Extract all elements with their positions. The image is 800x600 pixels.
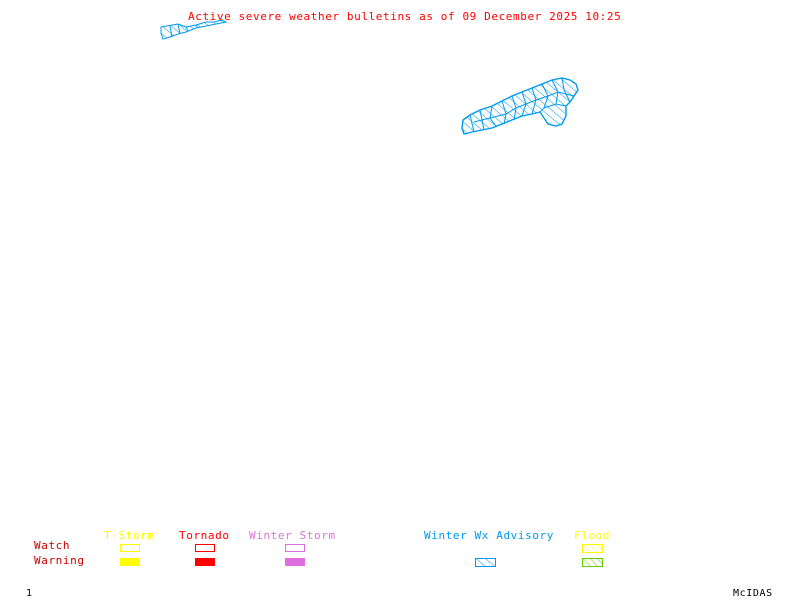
legend-label-tstorm: T-Storm: [104, 529, 155, 542]
legend-label-tornado: Tornado: [179, 529, 230, 542]
bulletin-title: Active severe weather bulletins as of 09…: [188, 10, 622, 23]
legend-label-winter-wx-advisory: Winter Wx Advisory: [424, 529, 555, 542]
mcidas-brand-label: McIDAS: [733, 588, 773, 599]
tornado-warning-swatch: [195, 558, 215, 566]
eastern-advisory-area: [461, 77, 579, 135]
legend-row-label-warning: Warning: [34, 554, 85, 567]
winter-wx-advisory-swatch: [475, 558, 496, 567]
legend-label-flood: Flood: [574, 529, 611, 542]
tstorm-watch-swatch: [120, 544, 140, 552]
legend-label-winter-storm: Winter Storm: [249, 529, 336, 542]
winter-storm-watch-swatch: [285, 544, 305, 552]
flood-watch-swatch: [582, 544, 603, 553]
tstorm-warning-swatch: [120, 558, 140, 566]
legend-row-label-watch: Watch: [34, 539, 71, 552]
flood-warning-swatch: [582, 558, 603, 567]
winter-storm-warning-swatch: [285, 558, 305, 566]
frame-number: 1: [26, 588, 33, 599]
tornado-watch-swatch: [195, 544, 215, 552]
western-advisory-area: [160, 19, 228, 40]
